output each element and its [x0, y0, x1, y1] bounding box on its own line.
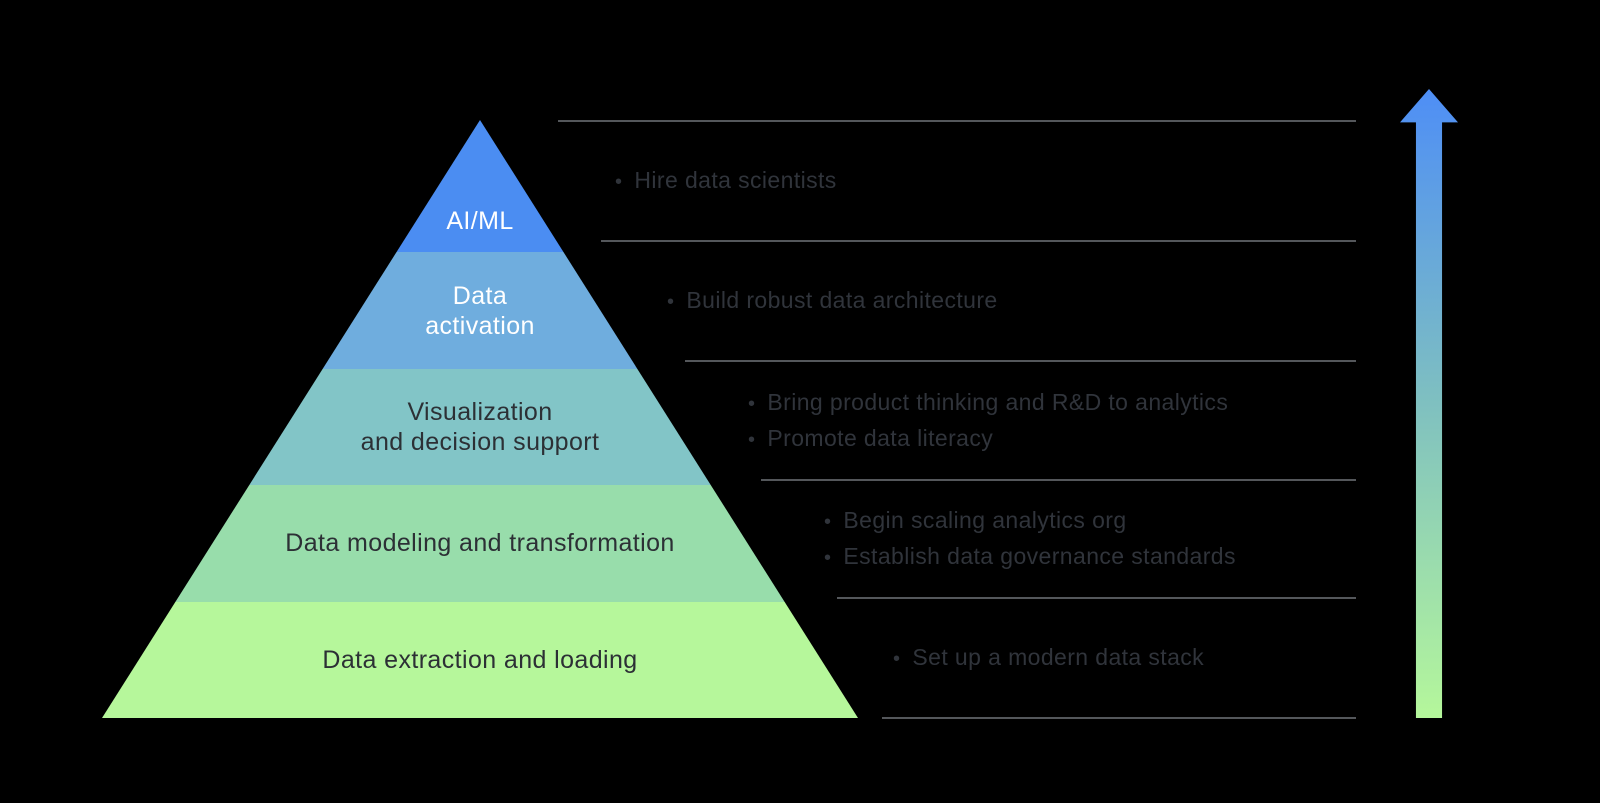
- bullet-item: • Set up a modern data stack: [893, 642, 1204, 674]
- pyramid-level-label: Data modeling and transformation: [285, 529, 675, 558]
- bullet-text: Establish data governance standards: [843, 543, 1236, 569]
- bullet-dot-icon: •: [615, 171, 623, 193]
- section-ai-ml-actions: • Hire data scientists: [615, 122, 837, 240]
- section-visualization-actions: • Bring product thinking and R&D to anal…: [748, 362, 1228, 479]
- pyramid-level-data-modeling: Data modeling and transformation: [102, 485, 858, 602]
- pyramid-level-label: Visualization: [407, 398, 553, 427]
- bullet-item: • Bring product thinking and R&D to anal…: [748, 387, 1228, 419]
- divider-line: [558, 120, 1356, 122]
- section-data-extraction-actions: • Set up a modern data stack: [893, 599, 1204, 717]
- bullet-text: Bring product thinking and R&D to analyt…: [767, 388, 1229, 415]
- pyramid-level-label: and decision support: [360, 428, 600, 457]
- bullet-dot-icon: •: [748, 392, 756, 415]
- bullet-text: Hire data scientists: [634, 167, 837, 193]
- divider-line: [882, 717, 1356, 719]
- bullet-item: • Build robust data architecture: [667, 285, 998, 317]
- divider-line: [601, 240, 1356, 242]
- bullet-text: Build robust data architecture: [686, 287, 998, 313]
- growth-arrow-icon: [1400, 89, 1458, 718]
- bullet-item: • Promote data literacy: [748, 423, 1228, 455]
- bullet-item: • Hire data scientists: [615, 165, 837, 197]
- pyramid-level-label: AI/ML: [446, 207, 514, 236]
- pyramid-level-label: Data: [452, 281, 508, 310]
- pyramid-level-label: activation: [425, 311, 535, 340]
- bullet-text: Begin scaling analytics org: [843, 507, 1127, 533]
- bullet-dot-icon: •: [824, 511, 832, 533]
- divider-line: [761, 479, 1356, 481]
- bullet-text: Set up a modern data stack: [912, 644, 1205, 670]
- section-data-modeling-actions: • Begin scaling analytics org • Establis…: [824, 481, 1236, 597]
- bullet-dot-icon: •: [824, 547, 832, 569]
- pyramid-level-data-extraction: Data extraction and loading: [102, 601, 858, 718]
- pyramid-level-label: Data extraction and loading: [322, 645, 638, 674]
- bullet-dot-icon: •: [667, 291, 675, 313]
- divider-line: [837, 597, 1356, 599]
- divider-line: [685, 360, 1356, 362]
- bullet-dot-icon: •: [893, 648, 901, 670]
- bullet-item: • Begin scaling analytics org: [824, 505, 1236, 537]
- pyramid-level-visualization: Visualization and decision support: [102, 368, 858, 486]
- section-data-activation-actions: • Build robust data architecture: [667, 242, 998, 360]
- bullet-item: • Establish data governance standards: [824, 541, 1236, 573]
- bullet-dot-icon: •: [748, 428, 756, 451]
- bullet-text: Promote data literacy: [767, 424, 994, 451]
